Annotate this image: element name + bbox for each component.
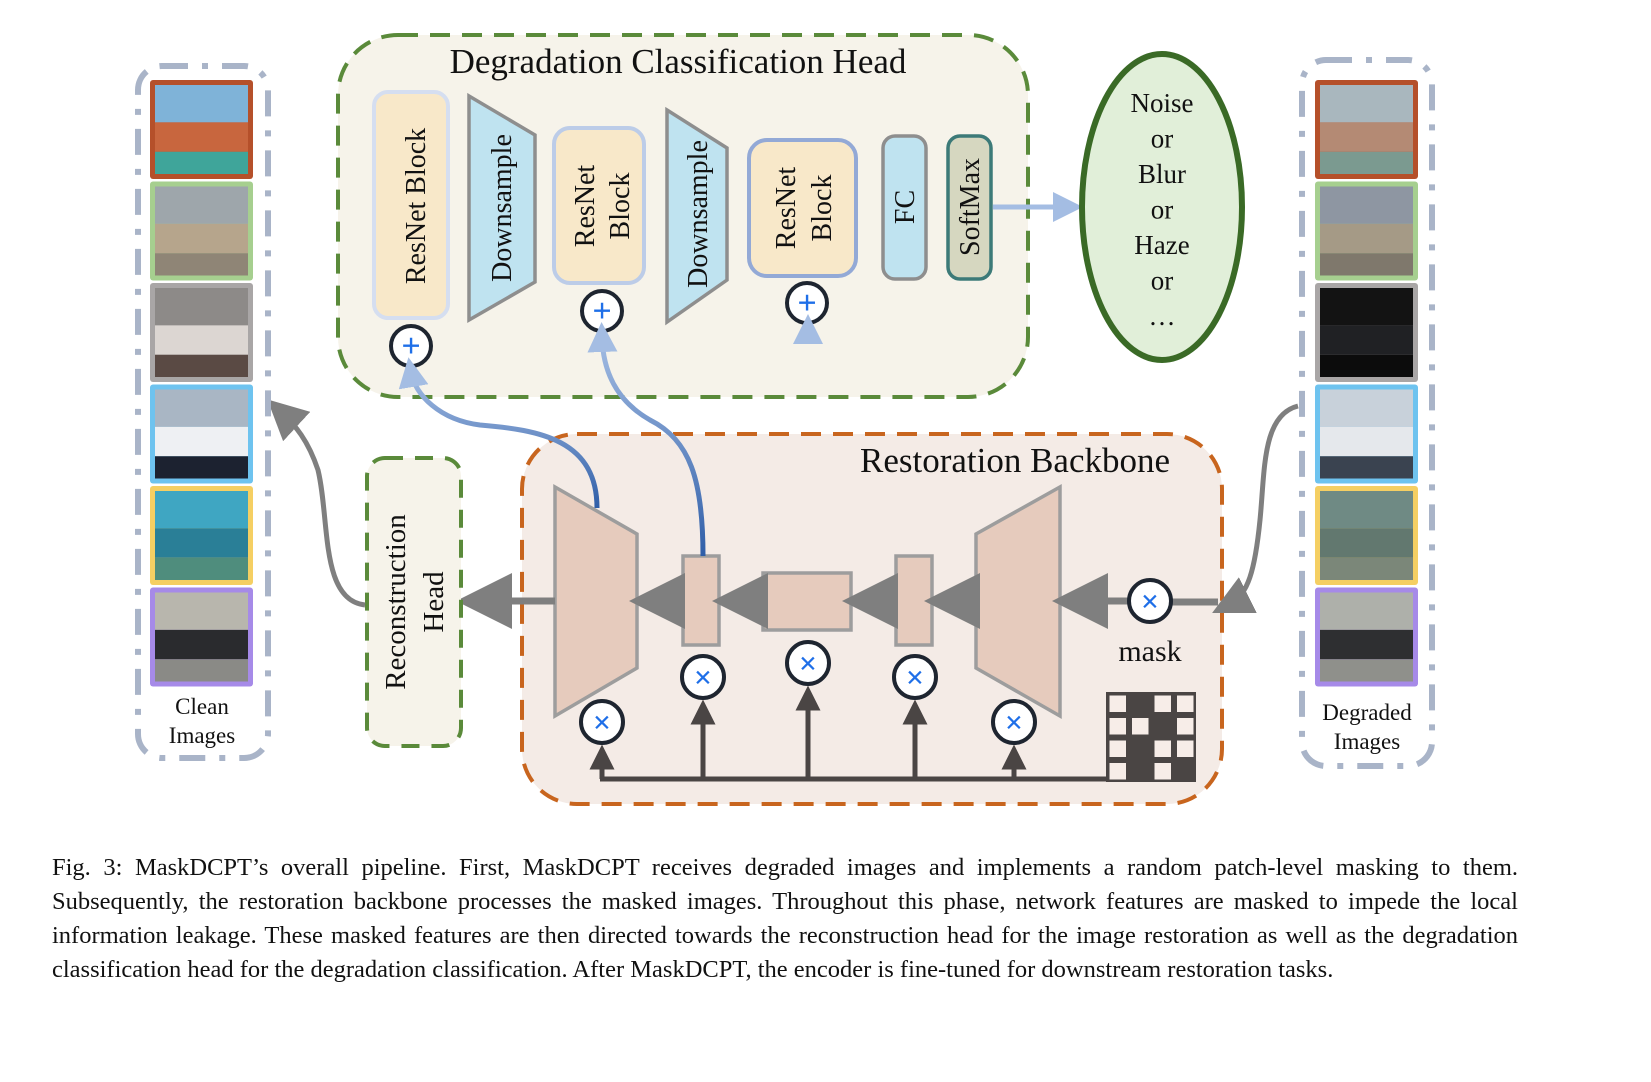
fc-layer-label: FC [890,190,921,224]
mask-grid [1106,692,1196,782]
mask-distribution-lines [589,685,1108,782]
mask-label: mask [1118,635,1181,668]
dcls-head-title: Degradation Classification Head [450,42,907,81]
softmax-layer-label: SoftMax [955,158,986,256]
degraded-images-label-line2: Images [1334,729,1400,754]
resnet-block-3 [747,138,858,278]
output-class-line: or [1151,266,1174,296]
degraded-images-panel: Degraded Images [1299,57,1435,769]
mask-cell-visible [1109,695,1126,712]
pipeline-diagram: Degradation Classification Head ResNet B… [135,33,1435,806]
degraded-images-frame [1299,57,1435,769]
image-thumbnail-underwater-fish [150,486,253,585]
clean-images-label-line1: Clean [175,694,229,719]
reconstruction-head-frame [365,456,463,748]
add-node-1: + [389,324,433,368]
plus-icon: + [401,328,420,365]
feature-block-left [681,554,721,647]
feature-block-right [894,554,934,647]
mask-cell-visible [1177,740,1194,757]
multiply-icon: × [799,645,817,681]
mask-cell-visible [1109,763,1126,780]
from-degraded-images-arrow [1212,403,1299,613]
backbone-title: Restoration Backbone [860,441,1170,480]
reconstruction-head: Reconstruction Head [365,456,463,748]
clean-images-panel: Clean Images [135,63,271,761]
resnet-block-1-label: ResNet Block [401,128,432,284]
output-class-line: Noise [1131,88,1194,118]
image-thumbnail-open-book [150,283,253,382]
multiply-icon: × [906,659,924,695]
degradation-type-output: NoiseorBlurorHazeor… [1079,51,1245,363]
feature-arrow-2 [587,322,706,557]
mask-cell-visible [1177,695,1194,712]
resnet-block-2-label-line2: Block [605,173,636,240]
reconstruction-head-label-line2: Head [418,571,450,633]
downsample-block-2 [665,106,729,326]
restoration-backbone: Restoration Backbone mask [456,432,1224,806]
output-class-line: … [1149,301,1176,331]
image-thumbnail-underwater-fish-murky [1315,486,1418,585]
mask-cell-visible [1154,740,1171,757]
feature-mask-multiply-node: × [892,654,938,700]
mask-cell-visible [1109,718,1126,735]
mask-cell-visible [1132,718,1149,735]
decoder-block [553,483,639,720]
image-thumbnail-ancient-temple [150,181,253,281]
image-thumbnail-parking-lot-car [150,587,253,687]
resnet-block-2 [552,126,646,285]
feature-mask-multiply-node: × [991,699,1037,745]
output-class-line: or [1151,124,1174,154]
output-oval [1079,51,1245,363]
mask-cell-visible [1154,695,1171,712]
to-clean-images-arrow [267,399,366,608]
mask-cell-visible [1177,718,1194,735]
backbone-flow-arrows [456,573,1218,629]
degradation-classification-head: Degradation Classification Head ResNet B… [336,33,1030,399]
image-thumbnail-white-car [150,384,253,484]
image-thumbnail-white-car-blurred [1315,384,1418,484]
clean-images-label-line2: Images [169,723,235,748]
resnet-block-3-label-line1: ResNet [771,167,802,250]
image-thumbnail-venice-canal [150,80,253,179]
downsample-block-1 [467,92,537,324]
resnet-block-3-label-line2: Block [807,175,838,242]
multiply-icon: × [1141,583,1159,619]
feature-mask-multiply-node: × [680,654,726,700]
degraded-images-label-line1: Degraded [1322,700,1412,725]
add-node-3: + [785,281,829,325]
plus-icon: + [797,285,816,322]
clean-images-frame [135,63,271,761]
feature-mask-multiply-node: × [785,640,831,686]
image-thumbnail-venice-canal-hazy [1315,80,1418,179]
multiply-icon: × [593,704,611,740]
output-class-line: Haze [1134,230,1189,260]
image-thumbnail-parking-lot-car-rainy [1315,587,1418,687]
output-class-line: or [1151,195,1174,225]
feature-routing-arrows [398,314,823,573]
downsample-block-1-label: Downsample [487,134,518,282]
bottleneck-block [761,571,853,632]
figure-caption: Fig. 3: MaskDCPT’s overall pipeline. Fir… [52,853,1518,983]
mask-cell-visible [1109,740,1126,757]
multiply-icon: × [1005,704,1023,740]
multiply-icon: × [694,659,712,695]
resnet-block-1 [372,90,450,320]
resnet-block-2-label-line1: ResNet [570,165,601,248]
image-thumbnail-open-book-lowlight [1315,283,1418,382]
input-mask-multiply-node: × [1127,578,1173,624]
add-node-2: + [580,289,624,333]
fc-layer [881,134,928,281]
feature-mask-multiply-node: × [579,699,625,745]
feature-arrow-1 [398,357,600,509]
plus-icon: + [592,293,611,330]
downsample-block-2-label: Downsample [683,140,714,288]
mask-cell-visible [1154,763,1171,780]
reconstruction-head-label-line1: Reconstruction [380,514,412,690]
image-thumbnail-ancient-temple-noisy [1315,181,1418,281]
softmax-layer [946,134,993,281]
output-class-line: Blur [1138,159,1186,189]
